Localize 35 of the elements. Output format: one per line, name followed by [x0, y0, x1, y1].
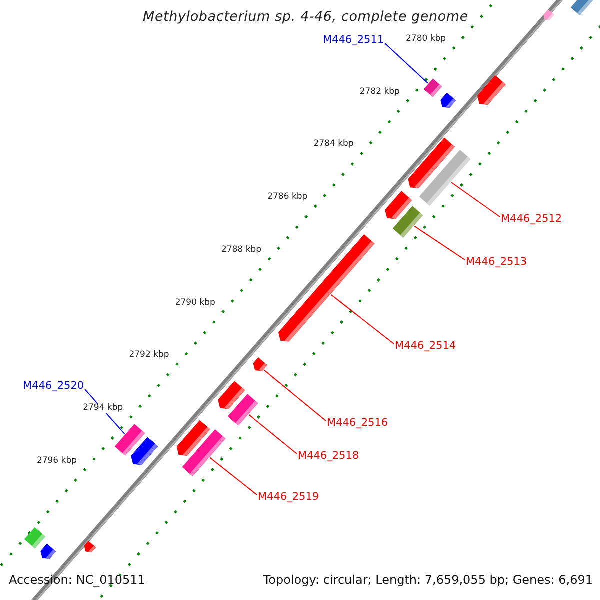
gene-label: M446_2516	[327, 418, 388, 430]
leader-line	[384, 43, 428, 84]
leader-line	[451, 182, 500, 218]
gene-label: M446_2513	[466, 257, 528, 269]
leader-line	[330, 294, 394, 344]
gene-bar	[253, 358, 268, 372]
scale-label: 2780 kbp	[406, 34, 446, 44]
scale-label: 2782 kbp	[360, 88, 400, 98]
gene-bar	[419, 150, 471, 206]
gene-bar	[424, 78, 442, 98]
genome-title: Methylobacterium sp. 4-46, complete genome	[143, 10, 468, 25]
leader-line	[210, 457, 258, 496]
scale-label: 2784 kbp	[314, 140, 354, 150]
leader-line	[248, 414, 298, 454]
scale-label: 2794 kbp	[83, 404, 124, 414]
genome-stats-text: Topology: circular; Length: 7,659,055 bp; Genes: 6,691	[263, 574, 593, 588]
leader-line	[264, 370, 326, 422]
scale-label: 2792 kbp	[129, 351, 170, 361]
gene-label: M446_2514	[395, 341, 456, 353]
gene-label: M446_2518	[298, 451, 360, 463]
scale-label: 2788 kbp	[221, 246, 262, 256]
gene-label: M446_2519	[258, 492, 320, 504]
gene-bar	[114, 424, 146, 456]
scale-label: 2786 kbp	[268, 193, 308, 202]
gene-bar	[182, 430, 226, 476]
gene-bar	[392, 206, 424, 238]
accession-text: Accession: NC_010511	[9, 574, 146, 588]
scale-label: 2796 kbp	[36, 456, 78, 466]
leader-line	[414, 226, 466, 260]
gene-label: M446_2520	[23, 381, 84, 393]
gene-bar	[278, 234, 375, 342]
gene-bar	[228, 394, 258, 426]
scale-label: 2790 kbp	[175, 298, 216, 308]
gene-label: M446_2511	[323, 35, 384, 47]
gene-label: M446_2512	[501, 214, 562, 226]
